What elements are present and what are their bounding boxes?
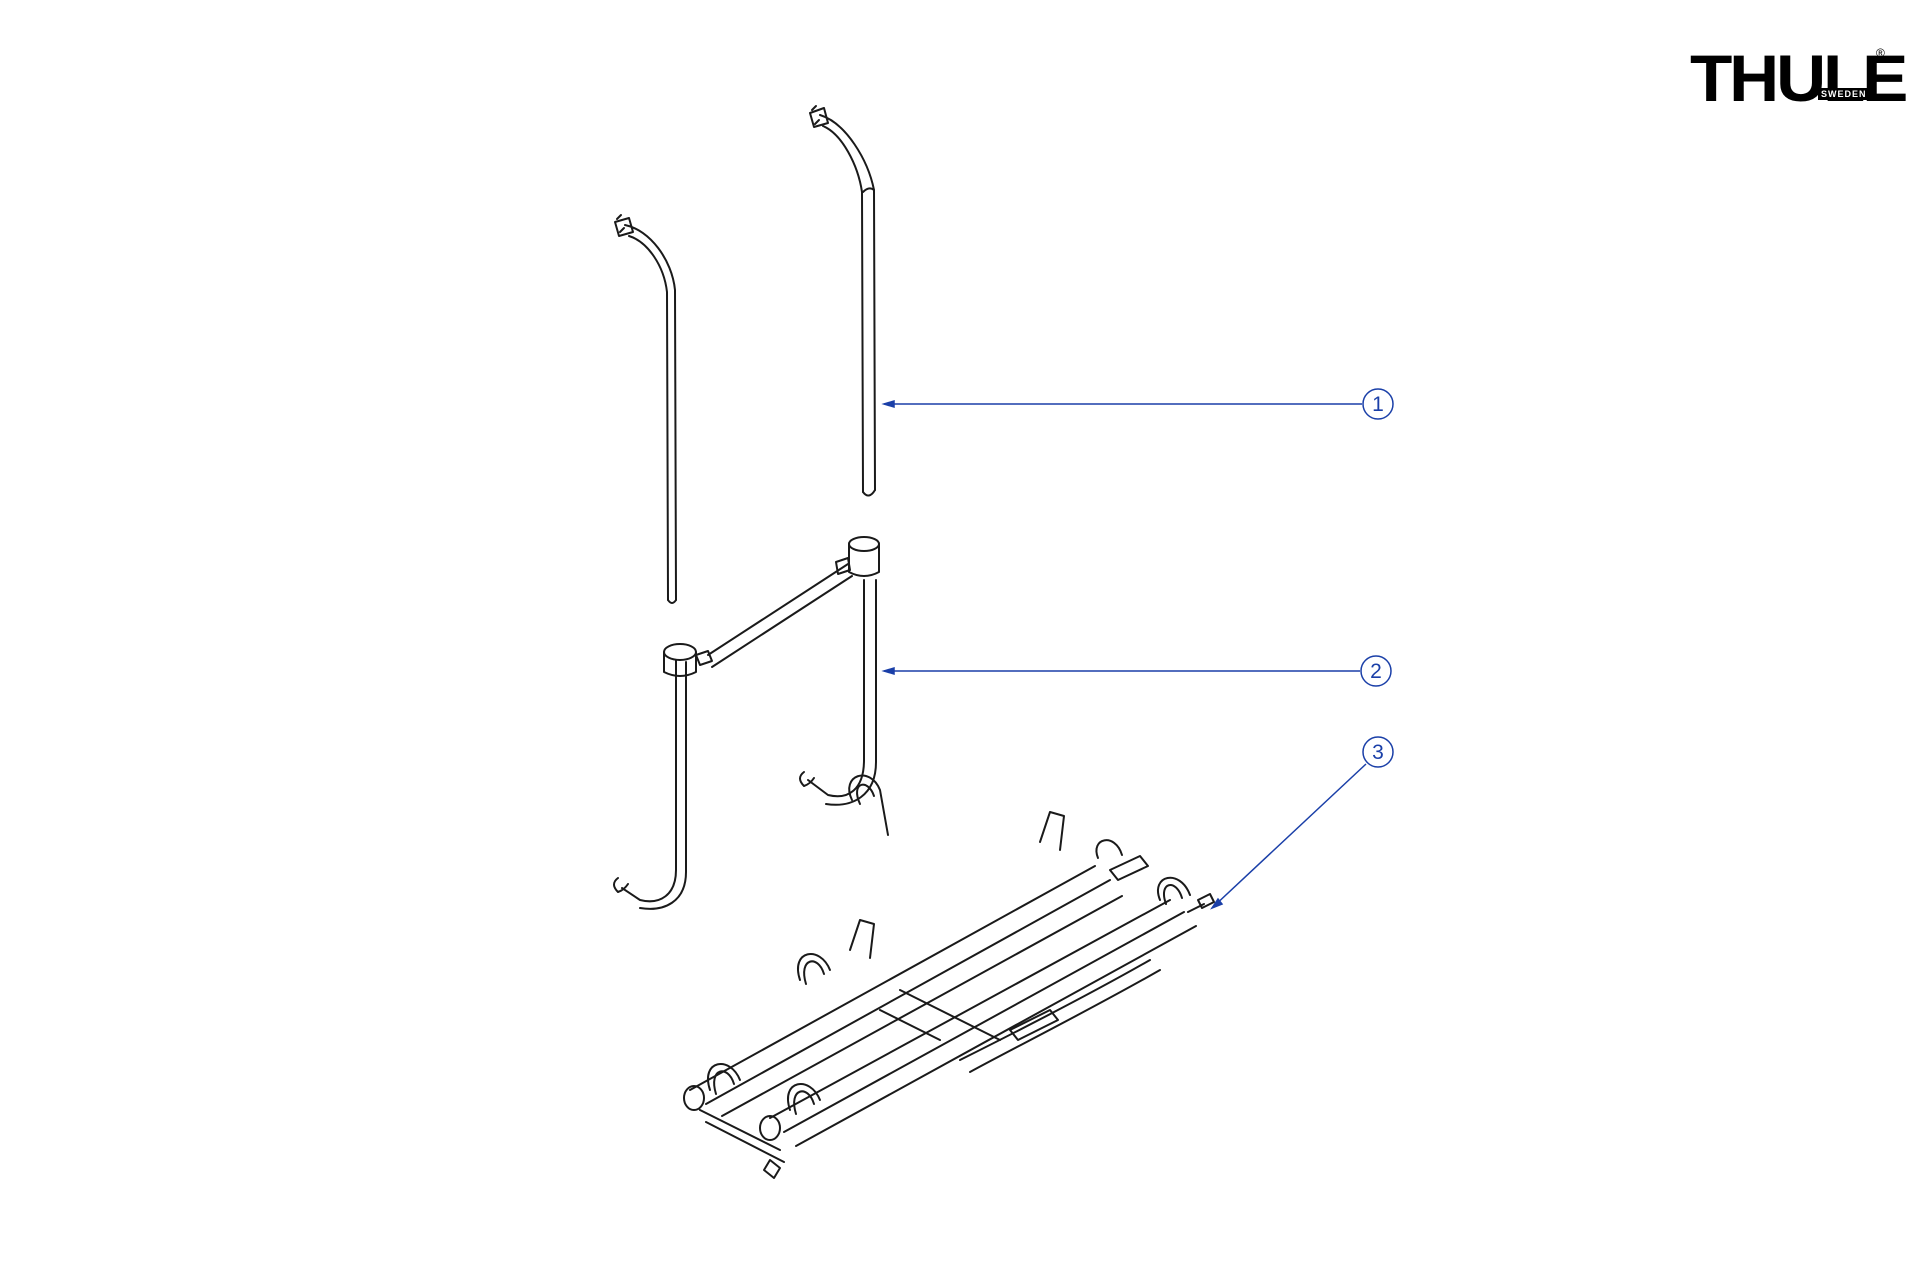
callout-1-label: 1 bbox=[1372, 393, 1384, 416]
callout-2-label: 2 bbox=[1370, 660, 1382, 683]
logo-subtitle: SWEDEN bbox=[1818, 88, 1870, 100]
callout-3 bbox=[1210, 736, 1394, 910]
logo-registered-mark: ® bbox=[1876, 46, 1885, 60]
callout-2 bbox=[881, 655, 1392, 687]
callouts bbox=[881, 388, 1394, 910]
lower-frame bbox=[613, 536, 880, 910]
callout-3-label: 3 bbox=[1372, 741, 1384, 764]
thule-logo: THULE SWEDEN ® bbox=[1690, 45, 1908, 118]
callout-labels: 1 2 3 bbox=[1370, 393, 1384, 764]
callout-1 bbox=[881, 388, 1394, 420]
upper-rail-left bbox=[614, 214, 677, 604]
bike-carrier bbox=[683, 774, 1215, 1179]
logo-wordmark: THULE bbox=[1690, 41, 1908, 115]
upper-rail-right bbox=[809, 105, 876, 497]
